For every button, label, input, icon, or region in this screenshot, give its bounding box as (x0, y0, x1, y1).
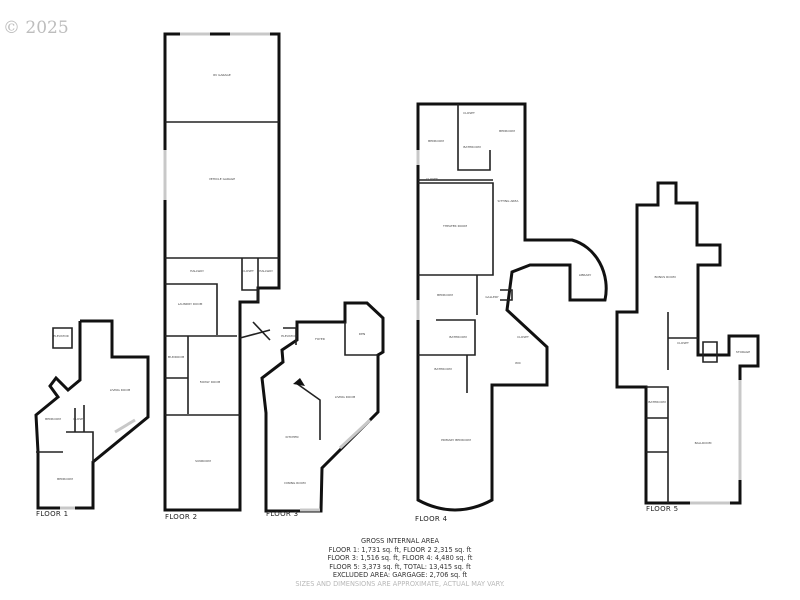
room-label: THEATER ROOM (442, 224, 467, 228)
room-label: LAUNDRY ROOM (178, 302, 203, 306)
floor-2-label: FLOOR 2 (165, 513, 198, 521)
room-label: VEHICLE GARAGE (209, 177, 235, 181)
area-title: GROSS INTERNAL AREA (361, 537, 439, 545)
floor-3-label: FLOOR 3 (266, 510, 299, 518)
room-label: RV GARAGE (213, 73, 231, 77)
room-label: BATHROOM (449, 335, 467, 339)
room-label: GALLERY (485, 295, 499, 299)
room-label: PRIMARY BEDROOM (441, 438, 471, 442)
room-label: WIC (515, 361, 521, 365)
room-label: HALLWAY (259, 269, 273, 273)
area-line: FLOOR 3: 1,516 sq. ft, FLOOR 4: 4,480 sq… (327, 554, 473, 562)
room-label: BATHROOM (463, 145, 481, 149)
area-line: FLOOR 1: 1,731 sq. ft, FLOOR 2 2,315 sq.… (328, 545, 472, 554)
room-label: HALLWAY (190, 269, 204, 273)
room-label: LIVING ROOM (335, 395, 356, 399)
area-line: EXCLUDED AREA: GARGAGE: 2,706 sq. ft (332, 571, 468, 579)
copyright-watermark: © 2025 (3, 18, 69, 38)
room-label: CLOSET (517, 335, 529, 339)
room-label: BALLROOM (695, 441, 712, 445)
room-label: BEDROOM (428, 139, 444, 143)
room-label: DINING ROOM (284, 481, 306, 485)
room-label: BEDROOM (499, 129, 515, 133)
room-label: SUNROOM (195, 459, 211, 463)
room-label: CLOSET (463, 111, 475, 115)
room-label: CLOSET (426, 177, 438, 181)
room-label: KITCHEN (286, 435, 299, 439)
room-label: BONUS ROOM (654, 275, 675, 279)
floor-2-plan: RV GARAGE VEHICLE GARAGE HALLWAY CLOSET … (163, 32, 281, 512)
room-label: LIVING ROOM (110, 388, 131, 392)
room-label: BEDROOM (45, 417, 61, 421)
floor-5-label: FLOOR 5 (646, 505, 679, 513)
floor-1-label: FLOOR 1 (36, 510, 69, 518)
disclaimer-note: SIZES AND DIMENSIONS ARE APPROXIMATE, AC… (295, 579, 505, 588)
floor-1-plan: LIVING ROOM BEDROOM BEDROOM CLOSET ELEVA… (34, 319, 150, 510)
room-label: STORAGE (736, 350, 750, 354)
room-label: BEDROOM (57, 477, 73, 481)
room-label: MUDROOM (168, 355, 185, 359)
room-label: ELEVATOR (53, 334, 68, 338)
room-label: CLOSET (242, 269, 254, 273)
floor-3-plan: FOYER DEN LIVING ROOM KITCHEN DINING ROO… (260, 301, 385, 513)
room-label: FAMILY ROOM (200, 380, 221, 384)
area-line: FLOOR 5: 3,373 sq. ft, TOTAL: 13,415 sq.… (329, 562, 471, 571)
floor-4-plan: BEDROOM BEDROOM CLOSET BATHROOM CLOSET T… (416, 102, 608, 512)
room-label: SITTING AREA (498, 199, 520, 203)
floor-5-plan: BONUS ROOM CLOSET STORAGE BATHROOM BALLR… (615, 181, 760, 505)
room-label: ELEVATOR (281, 334, 296, 338)
room-label: CLOSET (677, 341, 689, 345)
room-label: BEDROOM (437, 293, 453, 297)
room-label: FOYER (315, 337, 325, 341)
room-label: DEN (359, 332, 365, 336)
room-label: BATHROOM (648, 400, 666, 404)
room-label: CLOSET (73, 417, 85, 421)
gross-internal-area: GROSS INTERNAL AREA FLOOR 1: 1,731 sq. f… (250, 537, 550, 588)
room-label: BATHROOM (434, 367, 452, 371)
room-label: LIBRARY (579, 273, 592, 277)
floor-4-label: FLOOR 4 (415, 515, 448, 523)
